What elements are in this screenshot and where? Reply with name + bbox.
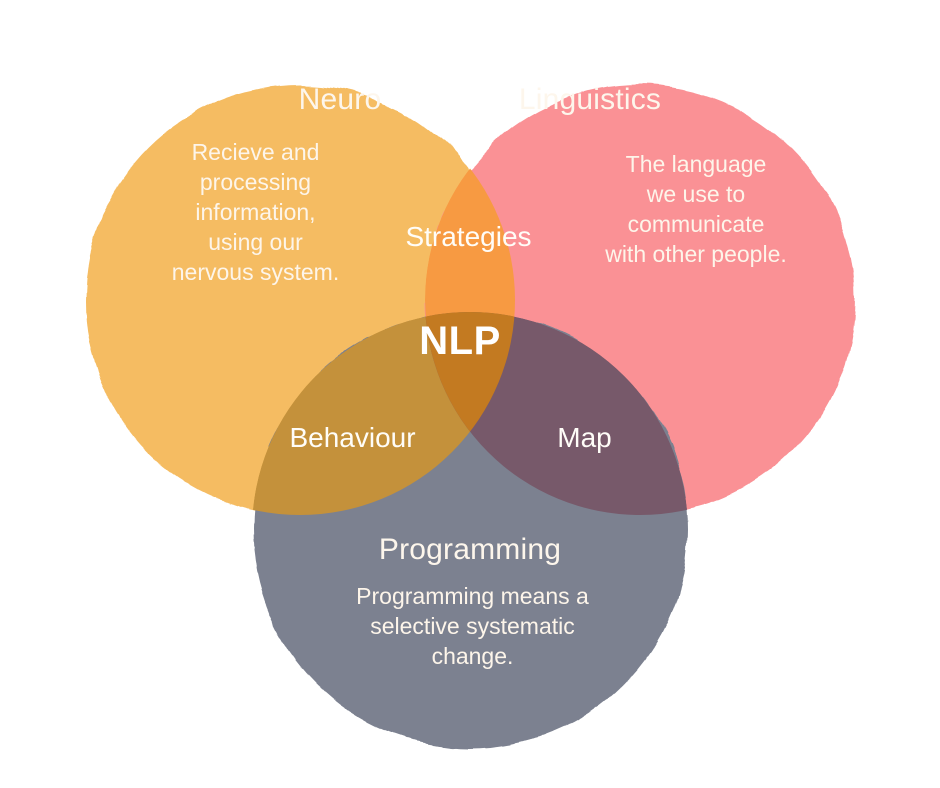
circle-description-neuro: Recieve and processing information, usin… — [171, 139, 340, 285]
circle-title-neuro: Neuro — [298, 83, 382, 116]
overlap-label-map: Map — [557, 422, 612, 453]
circle-description-linguistics: The language we use to communicate with … — [605, 151, 787, 267]
overlap-nlp-shape — [425, 312, 515, 515]
circle-description-programming: Programming means a selective systematic… — [356, 583, 589, 669]
circle-title-programming: Programming — [378, 533, 562, 566]
circle-title-linguistics: Linguistics — [518, 83, 662, 116]
overlap-label-behaviour: Behaviour — [289, 422, 416, 453]
overlap-label-strategies: Strategies — [405, 221, 532, 252]
overlap-map-shape — [425, 312, 688, 515]
overlap-label-nlp: NLP — [419, 319, 501, 363]
overlap-behaviour-shape — [252, 312, 515, 515]
